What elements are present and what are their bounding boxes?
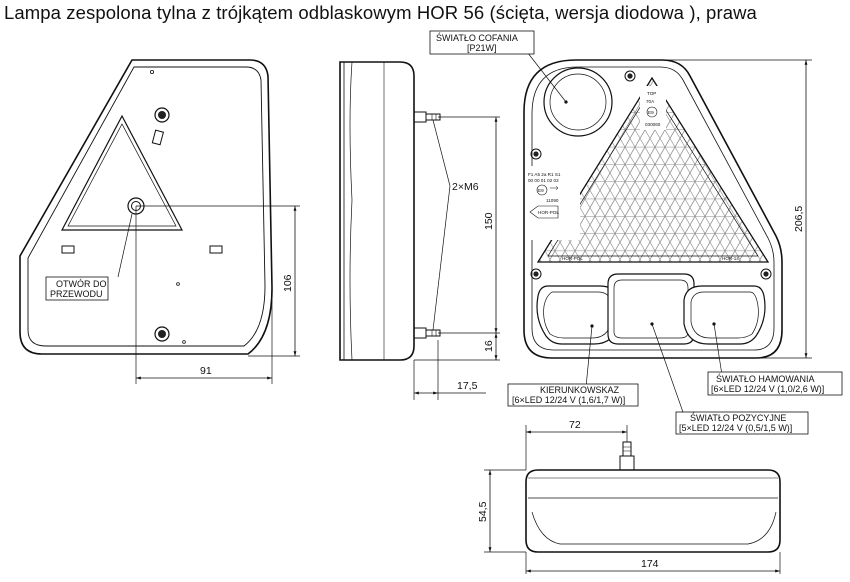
lens-approval-top: E9 — [648, 110, 654, 115]
dim-206-5: 206,5 — [793, 206, 805, 232]
lens-top-mark: TOP — [647, 91, 656, 96]
reverse-callout-box — [429, 30, 535, 55]
lens-brand-badge: HOR-POL — [538, 210, 559, 215]
position-callout-box — [675, 411, 809, 435]
screw-top — [624, 70, 636, 82]
cable-hole-callout-box — [45, 276, 109, 301]
lens-approval-mid: E9 — [538, 188, 544, 193]
position-label-2: [5×LED 12/24 V (0,5/1,5 W)] — [679, 423, 792, 433]
dim-91: 91 — [200, 365, 212, 377]
lower-stud — [413, 327, 441, 339]
lens-codes-row1: F1 A5 2a R1 S1 — [528, 172, 561, 177]
screw-bottom-right — [760, 268, 772, 280]
brake-callout-box — [707, 371, 843, 396]
bottom-view-stud — [619, 441, 635, 471]
brake-label-1: ŚWIATŁO HAMOWANIA — [716, 373, 815, 384]
lens-model-bottom: HOR-14 — [722, 256, 739, 261]
dim-106: 106 — [282, 274, 294, 292]
dim-17-5: 17,5 — [457, 380, 478, 392]
back-view-inner-outline — [27, 66, 266, 347]
dim-thread: 2×M6 — [452, 181, 479, 193]
screw-left — [530, 148, 542, 160]
reverse-label-2: [P21W] — [467, 43, 497, 53]
front-view-outline — [523, 59, 783, 359]
position-label-1: ŚWIATŁO POZYCYJNE — [690, 412, 786, 423]
lens-brand-bottom: HOR-POL — [562, 256, 583, 261]
bottom-view-body — [525, 469, 781, 553]
back-reflector-window — [61, 114, 183, 231]
front-view: TOP 70A E9 030060 F1 A5 2a R1 S1 00 00 0… — [429, 30, 843, 435]
side-view-body — [339, 61, 415, 361]
cable-hole-label-2: PRZEWODU — [50, 289, 103, 299]
bottom-view: 72 54,5 174 — [477, 419, 781, 574]
indicator-label-1: KIERUNKOWSKAZ — [540, 385, 620, 395]
brake-window — [683, 285, 766, 345]
hor-pol-badge — [529, 205, 559, 219]
reverse-label-1: ŚWIATŁO COFANIA — [436, 32, 518, 43]
page-title: Lampa zespolona tylna z trójkątem odblas… — [4, 2, 757, 23]
position-window — [607, 273, 695, 345]
lens-codes-row2: 00 00 01 02 02 — [528, 178, 559, 183]
reverse-lamp-window — [543, 67, 613, 137]
dim-54-5: 54,5 — [477, 501, 489, 522]
upper-stud — [413, 111, 441, 123]
side-view: 2×M6 150 16 17,5 — [339, 61, 500, 400]
screw-bottom-left — [530, 268, 542, 280]
lower-mounting-boss — [154, 326, 170, 342]
dim-16: 16 — [483, 340, 495, 352]
lens-code-top: 70A — [646, 99, 655, 104]
brake-label-2: [6×LED 12/24 V (1,0/2,6 W)] — [711, 384, 824, 394]
back-view-outline — [19, 59, 273, 355]
back-view: 91 106 OTWÓR DO PRZEWODU — [19, 59, 300, 384]
dim-150: 150 — [483, 212, 495, 230]
cable-hole-label-1: OTWÓR DO — [56, 279, 107, 289]
dim-174: 174 — [641, 558, 659, 570]
upper-mounting-boss — [151, 107, 170, 146]
indicator-callout-box — [507, 383, 639, 407]
indicator-label-2: [6×LED 12/24 V (1,6/1,7 W)] — [512, 395, 625, 405]
lens-code-top2: 030060 — [645, 122, 661, 127]
lens-code-mid: 11090 — [546, 198, 559, 203]
dim-72: 72 — [569, 419, 581, 431]
reflective-triangle — [536, 76, 770, 263]
